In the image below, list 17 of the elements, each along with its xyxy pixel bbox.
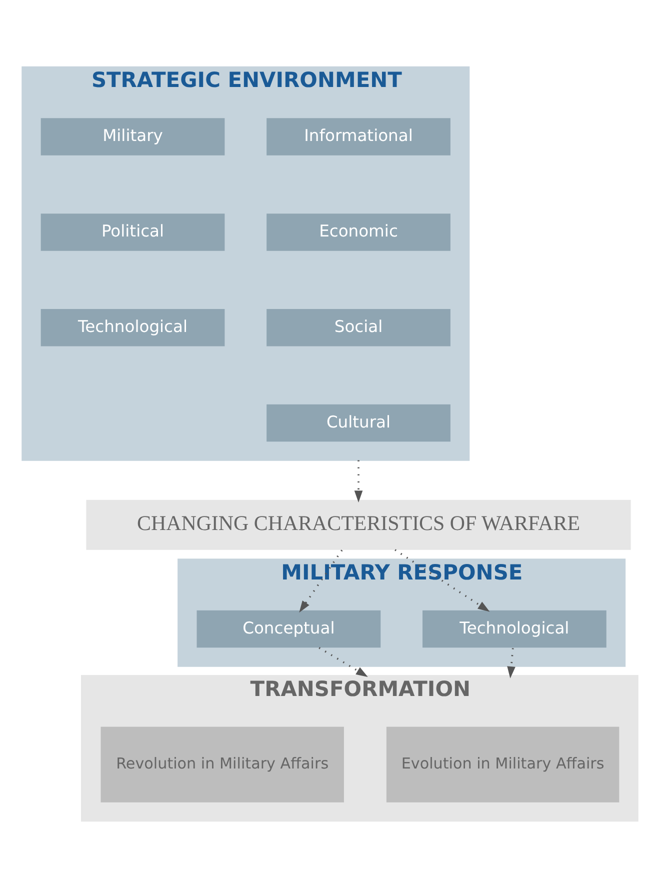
arrow <box>394 548 490 612</box>
node-box: Military <box>40 118 225 155</box>
node-box: Technological <box>422 610 606 648</box>
node-box: Social <box>266 308 450 346</box>
node-box: Cultural <box>266 404 450 442</box>
node-box: Revolution in Military Affairs <box>100 726 344 802</box>
node-box: CHANGING CHARACTERISTICS OF WARFARE <box>86 499 631 550</box>
node-box: Evolution in Military Affairs <box>386 726 620 802</box>
node-box: Informational <box>266 118 450 155</box>
arrow <box>299 549 343 612</box>
node-box: Political <box>40 213 225 250</box>
node-box: Economic <box>266 213 450 250</box>
arrow <box>354 460 363 502</box>
node-box: Technological <box>40 308 225 346</box>
arrow <box>318 646 368 677</box>
node-box: Conceptual <box>196 610 381 648</box>
arrow <box>507 648 516 678</box>
